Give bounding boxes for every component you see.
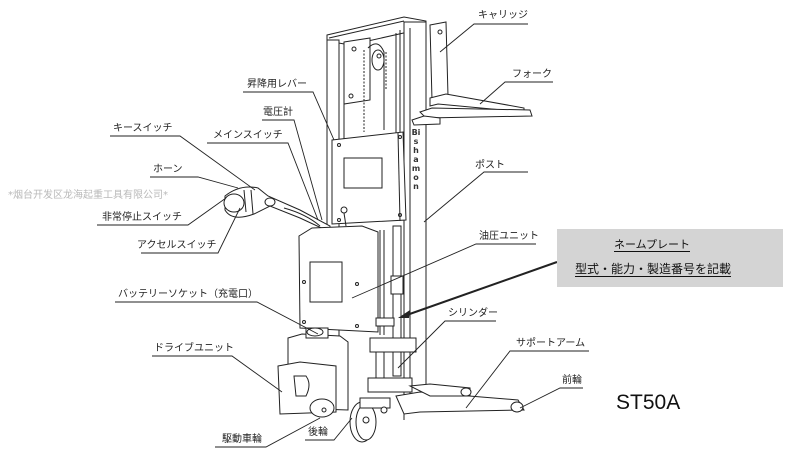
label-lift-lever: 昇降用レバー: [247, 79, 307, 90]
label-horn: ホーン: [153, 164, 183, 175]
label-rear-wheel: 後輪: [308, 427, 328, 438]
hydraulic-housing: [298, 225, 385, 335]
forks: [411, 93, 533, 126]
model-number: ST50A: [616, 391, 681, 414]
label-front-wheel: 前輪: [562, 375, 582, 386]
cylinder: [367, 225, 417, 393]
carriage: [343, 21, 449, 132]
label-voltmeter: 電圧計: [263, 107, 293, 118]
drive-unit: [277, 327, 349, 418]
nameplate-description: 型式・能力・製造番号を記載: [575, 262, 732, 277]
tiller-handle: [223, 186, 331, 233]
label-battery-socket: バッテリーソケット（充電口）: [118, 289, 258, 300]
watermark-text: *烟台开发区龙海起重工具有限公司*: [8, 190, 168, 201]
nameplate-callout-box: [557, 229, 783, 287]
label-key-switch: キースイッチ: [113, 123, 173, 134]
brand-marking: Bishamon: [411, 128, 421, 191]
label-carriage: キャリッジ: [478, 10, 528, 21]
nameplate-title: ネームプレート: [614, 238, 691, 252]
label-emergency-stop: 非常停止スイッチ: [102, 212, 182, 223]
watermark-row: *烟台开发区龙海起重工具有限公司*: [8, 190, 792, 202]
leader-lines: [97, 23, 589, 448]
label-drive-wheel: 駆動車輪: [222, 434, 262, 445]
label-fork: フォーク: [512, 69, 552, 80]
label-hydraulic-unit: 油圧ユニット: [479, 231, 539, 242]
label-cylinder: シリンダー: [448, 308, 498, 319]
label-main-switch: メインスイッチ: [213, 130, 283, 141]
control-box-upper: [331, 131, 407, 227]
label-support-arm: サポートアーム: [516, 338, 586, 349]
label-post: ポスト: [475, 160, 505, 171]
label-drive-unit: ドライブユニット: [154, 343, 234, 354]
rear-caster: [349, 397, 391, 443]
support-arms: [395, 383, 525, 420]
label-accel-switch: アクセルスイッチ: [137, 240, 217, 251]
